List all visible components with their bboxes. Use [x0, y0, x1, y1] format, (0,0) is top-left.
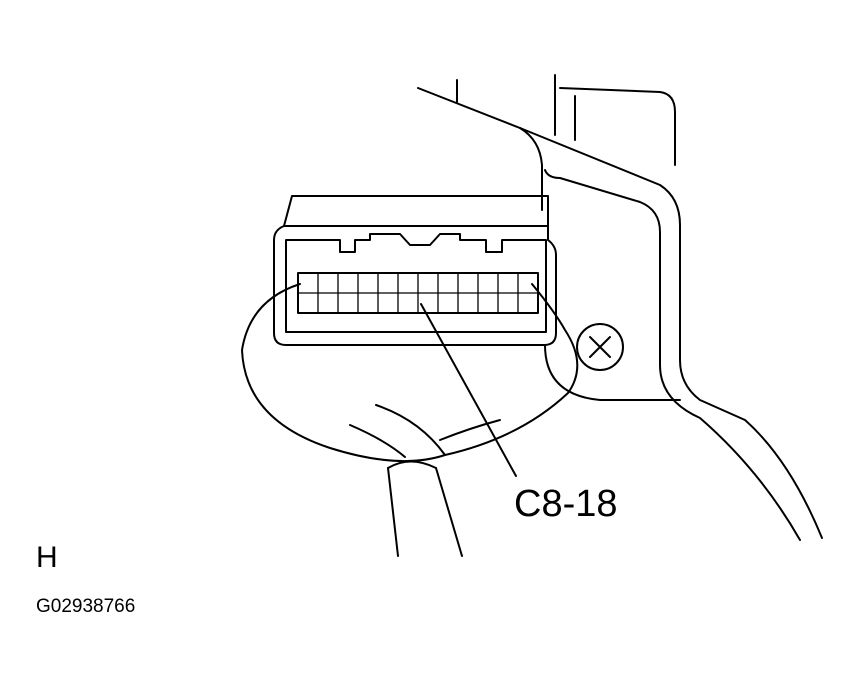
connector-housing — [273, 195, 557, 346]
callout-leader-line — [420, 303, 517, 477]
view-letter: H — [36, 541, 58, 574]
component-body — [417, 74, 823, 541]
figure-code: G02938766 — [36, 596, 136, 617]
terminal-grid — [297, 272, 539, 314]
x-marked-clip-icon — [576, 323, 624, 371]
wire-harness — [241, 283, 579, 557]
callout-label: C8-18 — [514, 483, 618, 525]
